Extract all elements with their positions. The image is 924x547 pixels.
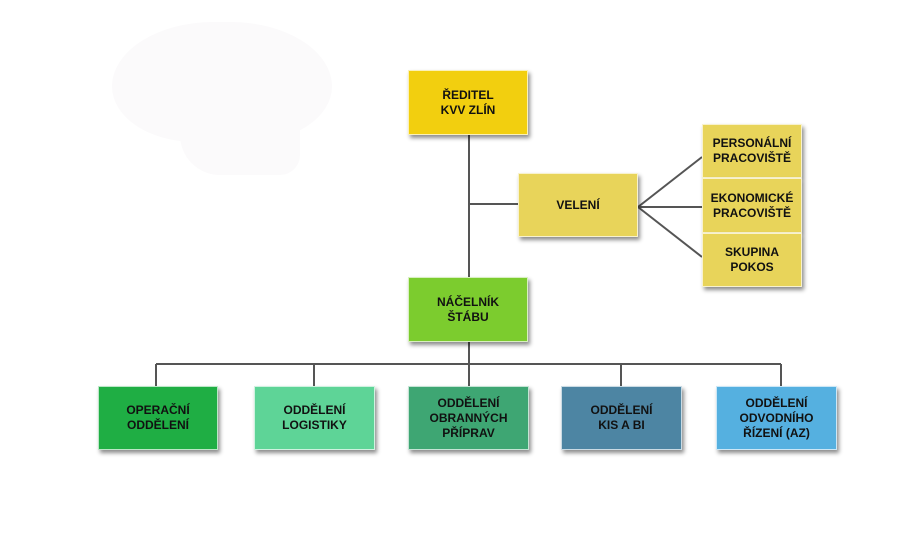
node-label: OPERAČNÍ ODDĚLENÍ — [126, 403, 190, 432]
connector-veleni-personalni — [637, 156, 703, 208]
node-label: SKUPINA POKOS — [724, 245, 779, 274]
node-reditel: ŘEDITEL KVV ZLÍN — [408, 70, 528, 135]
node-label: ODDĚLENÍ OBRANNÝCH PŘÍPRAV — [429, 395, 508, 440]
node-personalni: PERSONÁLNÍ PRACOVIŠTĚ — [702, 124, 802, 178]
node-obrannych: ODDĚLENÍ OBRANNÝCH PŘÍPRAV — [408, 386, 529, 450]
node-veleni: VELENÍ — [518, 173, 638, 237]
node-pokos: SKUPINA POKOS — [702, 233, 802, 287]
node-label: ODDĚLENÍ LOGISTIKY — [282, 403, 347, 432]
node-label: EKONOMICKÉ PRACOVIŠTĚ — [710, 190, 794, 220]
node-label: PERSONÁLNÍ PRACOVIŠTĚ — [712, 136, 792, 165]
node-odvodniho: ODDĚLENÍ ODVODNÍHO ŘÍZENÍ (AZ) — [716, 386, 837, 450]
node-ekonomicke: EKONOMICKÉ PRACOVIŠTĚ — [702, 178, 802, 233]
node-kis: ODDĚLENÍ KIS A BI — [561, 386, 682, 450]
node-label: NÁČELNÍK ŠTÁBU — [437, 294, 499, 324]
node-label: ODDĚLENÍ KIS A BI — [590, 403, 653, 432]
background-blob-tail — [180, 120, 300, 175]
node-logistiky: ODDĚLENÍ LOGISTIKY — [254, 386, 375, 450]
node-label: ODDĚLENÍ ODVODNÍHO ŘÍZENÍ (AZ) — [739, 395, 814, 440]
node-label: ŘEDITEL KVV ZLÍN — [440, 87, 496, 117]
connector-veleni-pokos — [637, 206, 703, 258]
node-operacni: OPERAČNÍ ODDĚLENÍ — [98, 386, 218, 450]
node-label: VELENÍ — [556, 197, 600, 212]
node-nacelnik: NÁČELNÍK ŠTÁBU — [408, 277, 528, 342]
